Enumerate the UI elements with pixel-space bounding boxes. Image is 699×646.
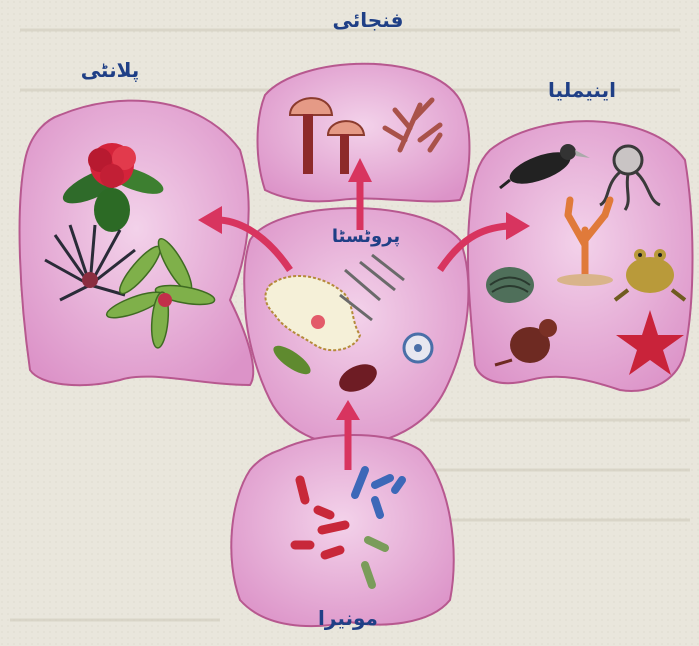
animalia-label: اینیملیا: [548, 78, 616, 102]
monera-region: [231, 435, 453, 626]
plantae-region: [20, 101, 254, 386]
diatom-icon: [404, 334, 432, 362]
protista-label: پروٹسٹا: [332, 226, 400, 247]
plantae-label: پلانٹی: [81, 58, 140, 82]
fungi-label: فنجائی: [333, 8, 404, 32]
monera-label: مونیرا: [318, 606, 378, 630]
shell-icon: [486, 267, 534, 303]
